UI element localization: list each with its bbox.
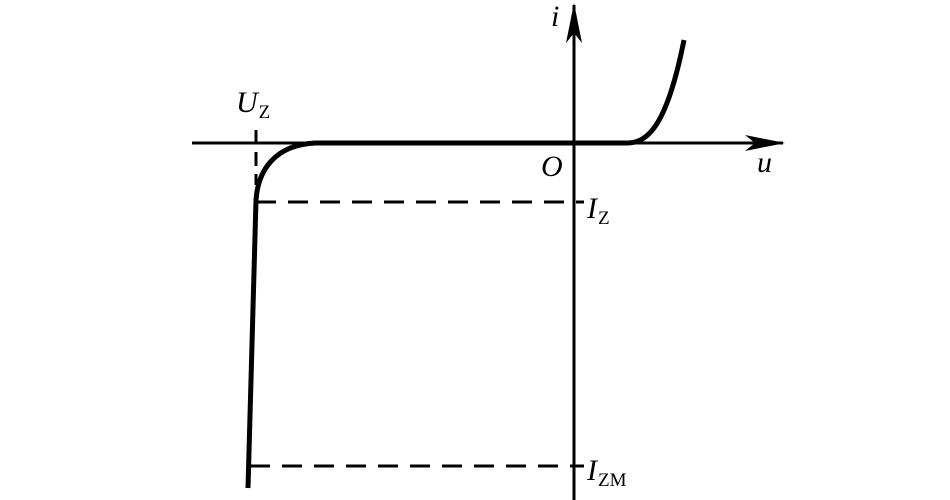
izm-label-main: I [587, 454, 597, 487]
uz-label-sub: Z [258, 102, 271, 123]
i-axis-label: i [551, 0, 560, 33]
uz-label-main: U [236, 86, 258, 119]
uz-label: UZ [236, 86, 271, 123]
iz-label-main: I [587, 192, 597, 225]
u-axis-label: u [757, 146, 772, 179]
origin-label: O [541, 150, 563, 183]
izm-label-sub: ZM [598, 470, 627, 491]
iv-curve [245, 39, 687, 489]
iz-label: IZ [587, 192, 610, 229]
iz-label-sub: Z [598, 208, 610, 229]
izm-label: IZM [587, 454, 627, 491]
